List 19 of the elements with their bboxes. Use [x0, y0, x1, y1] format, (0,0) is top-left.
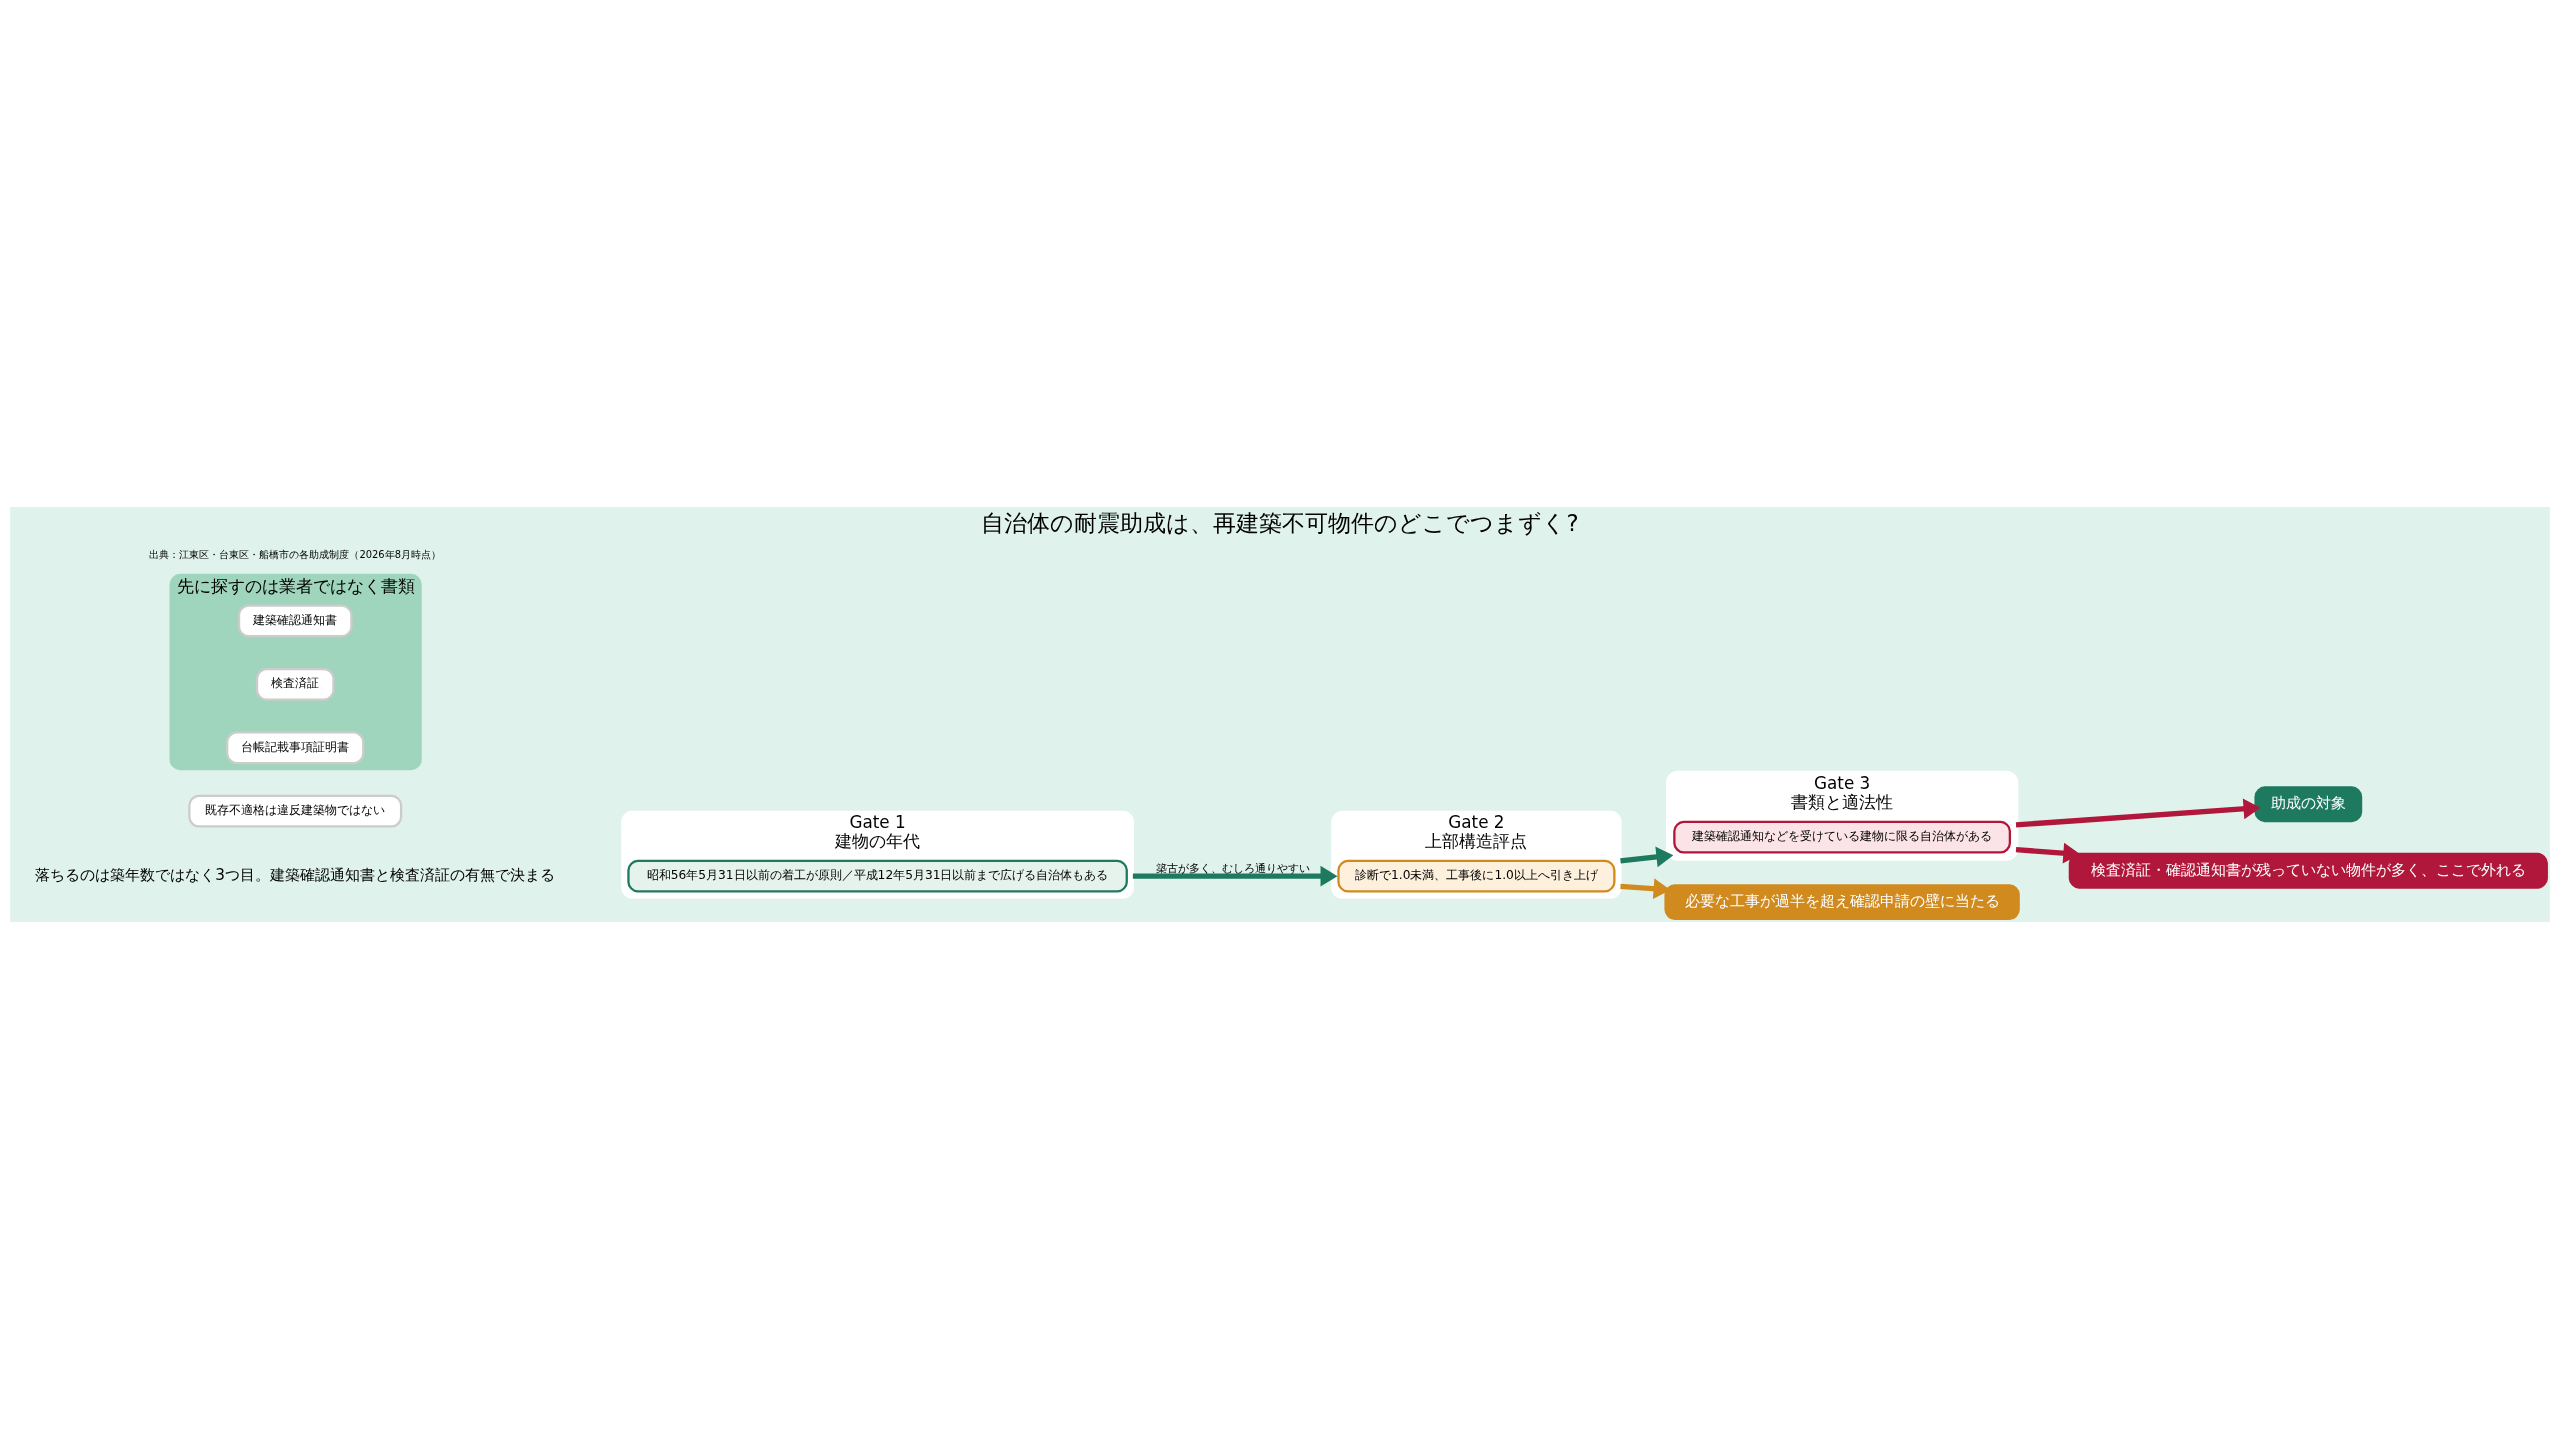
arrow — [1132, 865, 1338, 887]
arrow — [2015, 842, 2081, 864]
diagram-title: 自治体の耐震助成は、再建築不可物件のどこでつまずく? — [981, 510, 1579, 537]
node-box: 検査済証・確認通知書が残っていない物件が多く、ここで外れる — [2068, 852, 2548, 889]
node-box: 昭和56年5月31日以前の着工が原則／平成12年5月31日以前まで広げる自治体もある — [627, 859, 1128, 893]
label: 出典：江東区・台東区・船橋市の各助成制度（2026年8月時点） — [149, 548, 442, 560]
arrow — [1620, 846, 1674, 868]
node-box: 既存不適格は違反建築物ではない — [188, 794, 403, 828]
node-box: 台帳記載事項証明書 — [226, 731, 365, 765]
node-box: 建築確認通知などを受けている建物に限る自治体がある — [1673, 820, 2012, 854]
node-box: 検査済証 — [255, 667, 335, 701]
arrow — [2015, 798, 2261, 828]
node-box: 建築確認通知書 — [237, 604, 353, 638]
edge-label: 築古が多く、むしろ通りやすい — [1155, 861, 1310, 876]
label: 落ちるのは築年数ではなく3つ目。建築確認通知書と検査済証の有無で決まる — [35, 865, 556, 884]
node-box: 助成の対象 — [2254, 786, 2363, 823]
node-box: 必要な工事が過半を超え確認申請の壁に当たる — [1664, 884, 2020, 921]
arrow — [1620, 878, 1671, 900]
node-box: 診断で1.0未満、工事後に1.0以上へ引き上げ — [1337, 859, 1616, 893]
